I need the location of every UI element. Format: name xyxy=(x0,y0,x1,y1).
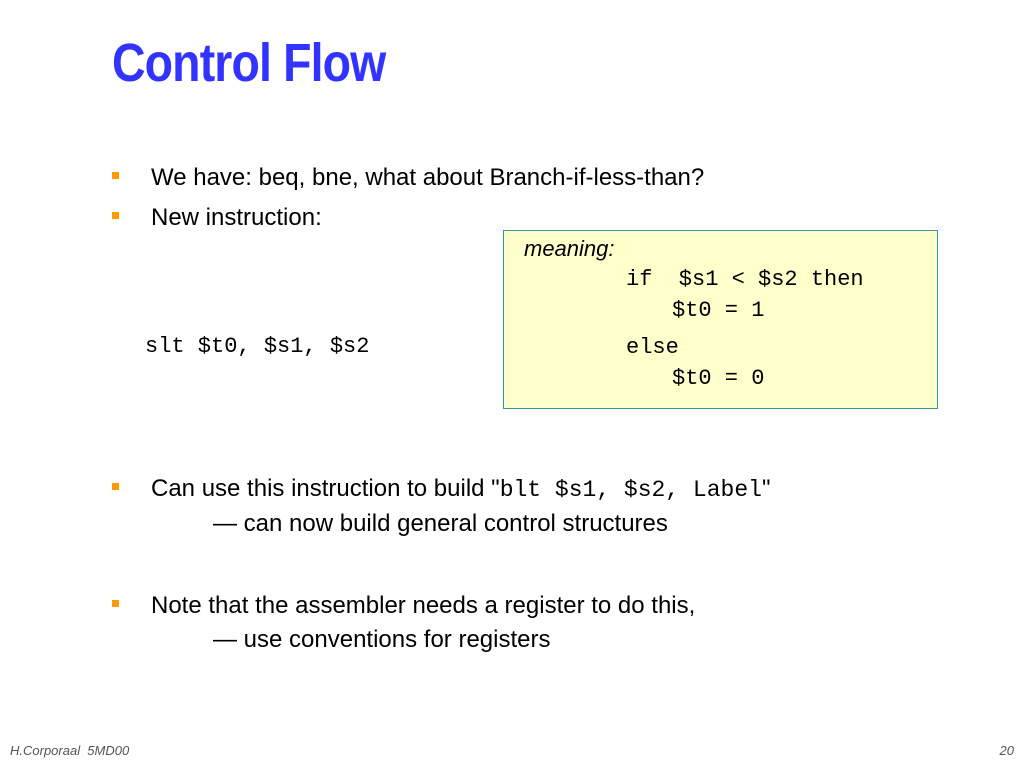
instruction-code: slt $t0, $s1, $s2 xyxy=(145,334,370,359)
bullet-square-icon xyxy=(112,483,119,490)
bullet-text: Note that the assembler needs a register… xyxy=(151,592,696,619)
meaning-label: meaning: xyxy=(524,236,615,261)
bullet-text: We have: beq, bne, what about Branch-if-… xyxy=(151,164,705,191)
footer-page-number: 20 xyxy=(999,743,1014,758)
footer-author: H.Corporaal 5MD00 xyxy=(10,743,130,758)
meaning-line-then-assign: $t0 = 1 xyxy=(672,298,765,323)
meaning-line-if: if $s1 < $s2 then xyxy=(626,267,864,292)
slide-title: Control Flow xyxy=(112,33,386,93)
bullet-square-icon xyxy=(112,172,119,179)
bullet-text: Can use this instruction to build "blt $… xyxy=(151,474,770,505)
meaning-line-else-assign: $t0 = 0 xyxy=(672,366,765,391)
bullet-square-icon xyxy=(112,600,119,607)
bullet-subline-3: — can now build general control structur… xyxy=(213,510,668,537)
bullet-square-icon xyxy=(112,212,119,219)
bullet-text-before: Can use this instruction to build " xyxy=(151,475,500,502)
meaning-line-else: else xyxy=(626,335,679,360)
bullet-subline-4: — use conventions for registers xyxy=(213,626,551,653)
meaning-box: meaning: xyxy=(503,230,938,409)
bullet-text-after: " xyxy=(761,475,771,502)
inline-code: blt $s1, $s2, Label xyxy=(499,477,762,503)
bullet-text: New instruction: xyxy=(151,204,322,231)
